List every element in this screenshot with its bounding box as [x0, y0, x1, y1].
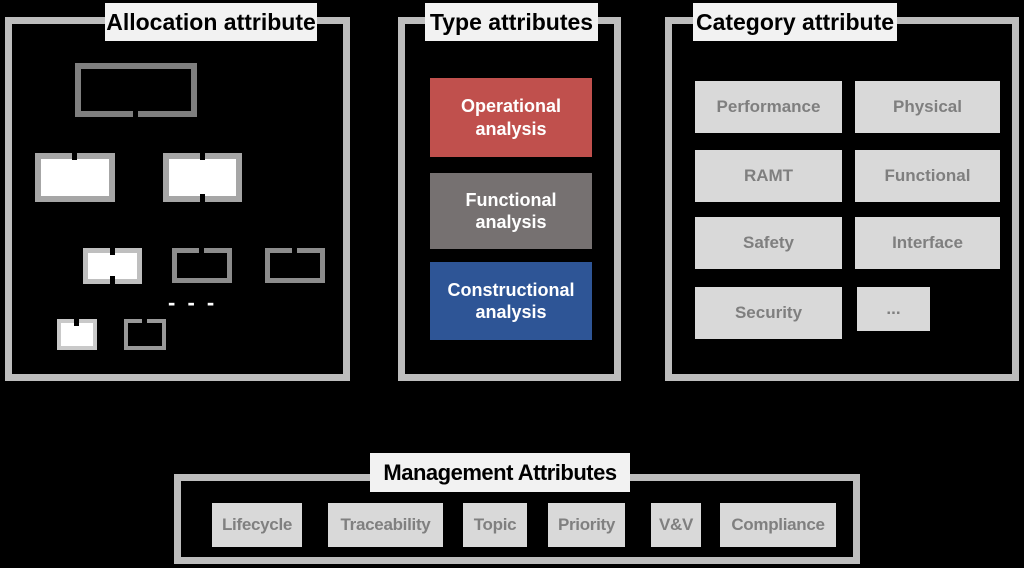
connector-stub [133, 109, 138, 118]
management-chip-compliance: Compliance [720, 503, 836, 547]
category-chip-ramt: RAMT [695, 150, 842, 202]
constructional-analysis-box: Constructional analysis [430, 262, 592, 340]
category-chip-ellipsis: ... [857, 287, 930, 331]
tree-level2-node-left [35, 153, 115, 202]
management-panel-title: Management Attributes [370, 453, 630, 492]
connector-stub [200, 151, 205, 160]
category-chip-physical: Physical [855, 81, 1000, 133]
operational-analysis-box: Operational analysis [430, 78, 592, 157]
connector-stub [110, 246, 115, 255]
management-chip-vv: V&V [651, 503, 701, 547]
connector-stub [110, 276, 115, 285]
category-chip-performance: Performance [695, 81, 842, 133]
category-chip-interface: Interface [855, 217, 1000, 269]
connector-stub [72, 151, 77, 160]
category-chip-functional: Functional [855, 150, 1000, 202]
tree-ellipsis-dashes: - - - [168, 290, 218, 315]
management-chip-priority: Priority [548, 503, 625, 547]
management-chip-topic: Topic [463, 503, 527, 547]
connector-stub [292, 246, 297, 255]
connector-stub [74, 317, 79, 326]
allocation-panel-title: Allocation attribute [105, 3, 317, 41]
tree-level4-node-1 [57, 319, 97, 350]
management-chip-lifecycle: Lifecycle [212, 503, 302, 547]
connector-stub [199, 246, 204, 255]
type-panel-title: Type attributes [425, 3, 598, 41]
category-panel-title: Category attribute [693, 3, 897, 41]
functional-analysis-box: Functional analysis [430, 173, 592, 249]
connector-stub [200, 194, 205, 203]
category-chip-safety: Safety [695, 217, 842, 269]
connector-stub [142, 317, 147, 326]
category-chip-security: Security [695, 287, 842, 339]
management-chip-traceability: Traceability [328, 503, 443, 547]
